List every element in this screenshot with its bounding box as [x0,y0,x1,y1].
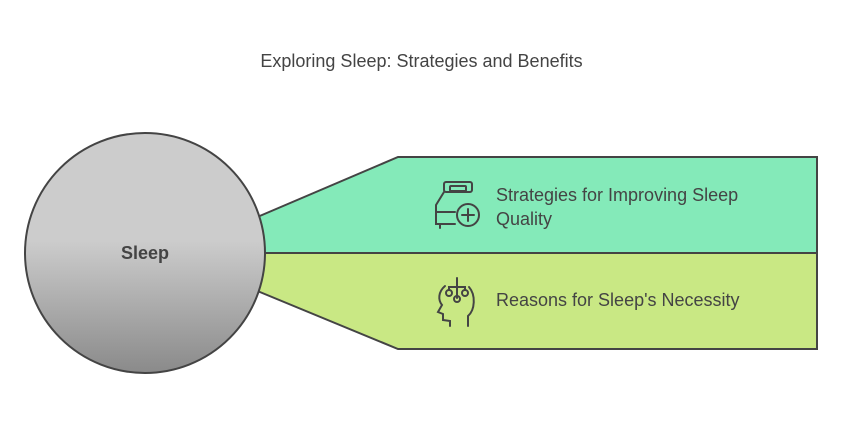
head-brain-icon [436,277,475,327]
sleep-circle [24,132,266,374]
center-label: Sleep [120,243,170,263]
branch-reasons-label: Reasons for Sleep's Necessity [496,290,740,310]
bed-plus-icon [435,181,480,229]
diagram-title: Exploring Sleep: Strategies and Benefits [260,51,583,71]
branch-strategies-label: Strategies for Improving Sleep Quality [496,185,739,229]
